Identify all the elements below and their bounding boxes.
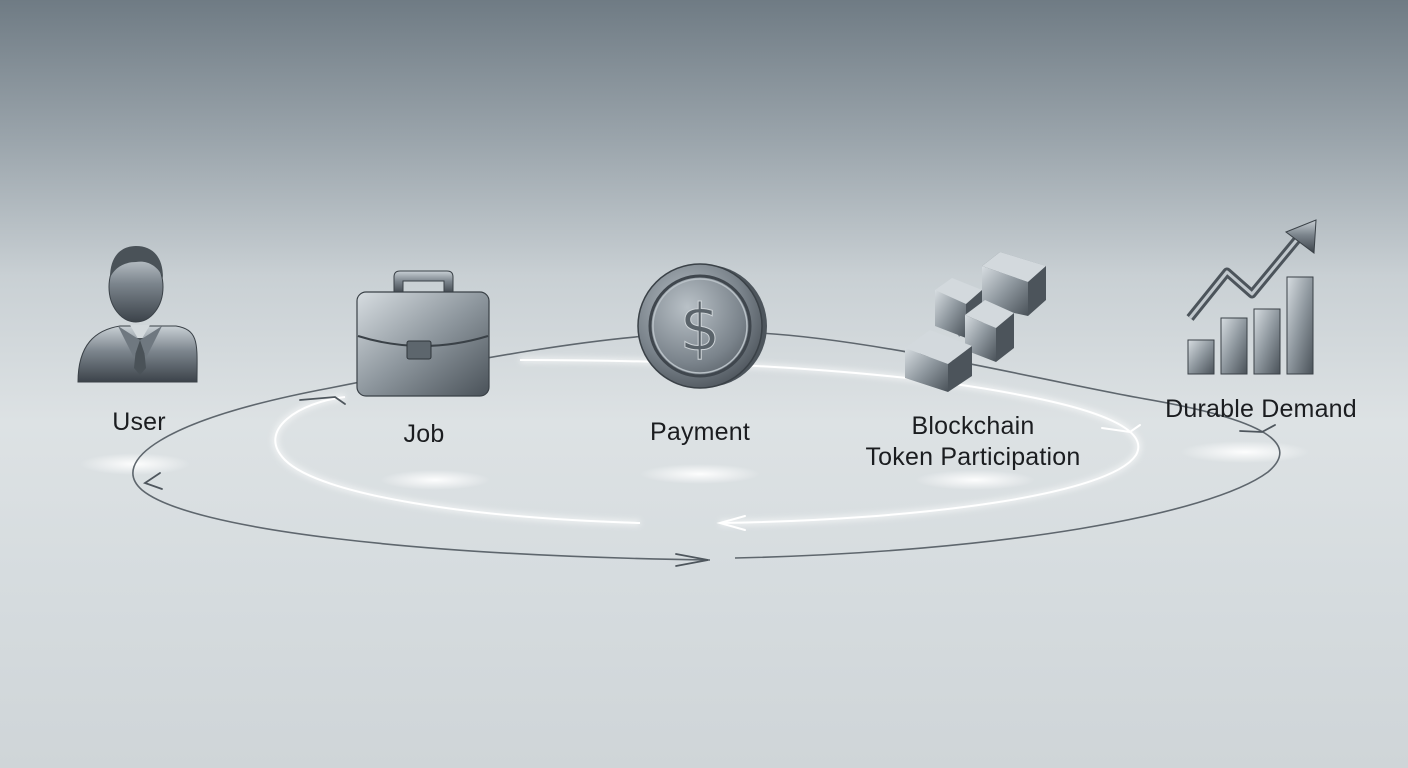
inner-cycle-ring <box>272 357 1142 526</box>
node-label-blockchain-line2: Token Participation <box>865 443 1081 471</box>
node-label-user: User <box>112 408 166 436</box>
cube-bottom <box>905 330 972 392</box>
blockchain-cubes-icon <box>905 252 1046 392</box>
arrow-inner-right-icon <box>1101 424 1141 434</box>
node-label-blockchain: Blockchain Token Participation <box>865 411 1080 473</box>
node-label-job: Job <box>403 420 445 448</box>
cube-top <box>982 252 1046 316</box>
arrow-right-icon <box>1239 424 1276 433</box>
node-label-payment: Payment <box>649 418 751 446</box>
arrow-inner-icon <box>716 515 746 531</box>
arrow-job-icon <box>299 396 346 405</box>
cube-middle <box>965 300 1014 362</box>
briefcase-icon <box>356 270 490 397</box>
arrow-bottom-icon <box>675 553 709 567</box>
node-label-demand: Durable Demand <box>1165 395 1357 423</box>
node-label-blockchain-line1: Blockchain <box>911 412 1035 440</box>
user-icon <box>77 246 198 383</box>
floor-glows <box>80 441 1310 490</box>
growth-chart-icon <box>1186 219 1317 375</box>
arrow-left-icon <box>143 472 163 490</box>
cycle-arrowheads <box>143 396 1276 567</box>
dollar-coin-icon: $ <box>637 263 767 389</box>
svg-text:$: $ <box>680 292 721 366</box>
